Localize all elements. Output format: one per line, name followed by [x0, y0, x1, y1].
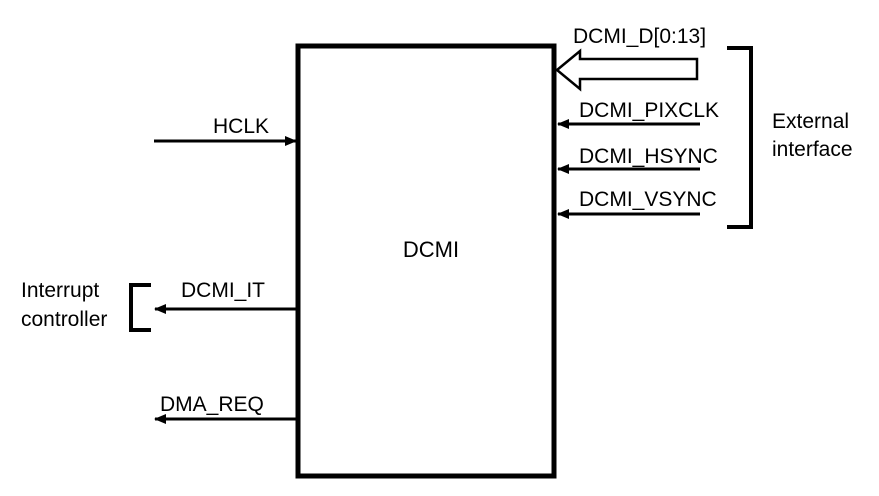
hclk-label: HCLK [213, 115, 269, 138]
external-interface-label-line1: External [772, 110, 849, 133]
data-bus-arrow [555, 48, 699, 92]
interrupt-controller-bracket [129, 283, 151, 332]
pixclk-label: DCMI_PIXCLK [579, 99, 719, 122]
dcmi-block [295, 43, 557, 479]
interrupt-controller-label-line1: Interrupt [21, 279, 99, 302]
hsync-label: DCMI_HSYNC [579, 145, 718, 168]
external-interface-label-line2: interface [772, 138, 853, 161]
dma-req-label: DMA_REQ [160, 393, 264, 416]
dcmi-block-label: DCMI [403, 237, 459, 262]
interrupt-controller-label-line2: controller [21, 308, 107, 331]
data-bus-label: DCMI_D[0:13] [573, 25, 706, 48]
external-interface-bracket [727, 46, 753, 229]
vsync-label: DCMI_VSYNC [579, 188, 717, 211]
dcmi-it-label: DCMI_IT [181, 279, 265, 302]
